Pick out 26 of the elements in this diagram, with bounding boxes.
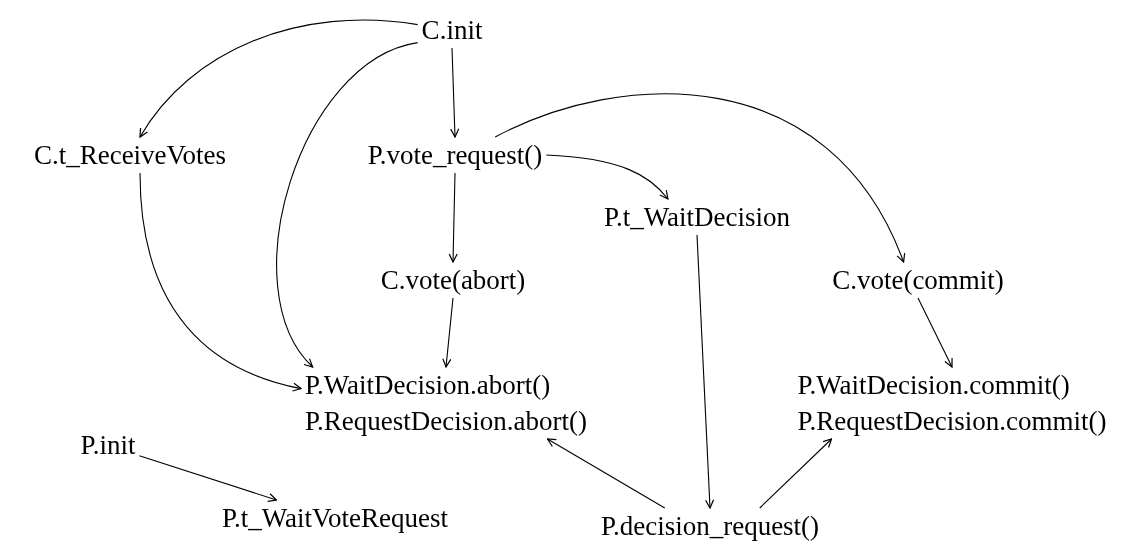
- arrow: [546, 438, 666, 509]
- arrow: [448, 172, 458, 263]
- arrow: [545, 154, 669, 200]
- arrow: [917, 297, 953, 368]
- arrow: [450, 47, 460, 138]
- arrow: [139, 172, 302, 392]
- state-label: C.init: [421, 14, 483, 47]
- state-label: P.t_WaitDecision: [603, 201, 791, 234]
- state-label: C.t_ReceiveVotes: [33, 139, 227, 172]
- state-label: C.vote(commit): [832, 264, 1004, 297]
- state-label: P.t_WaitVoteRequest: [221, 502, 449, 535]
- arrow: [138, 455, 278, 502]
- arrow: [759, 438, 833, 509]
- arrow: [139, 19, 419, 138]
- arrow: [276, 42, 419, 368]
- arrow: [494, 93, 905, 263]
- state-label: P.WaitDecision.commit(): [797, 369, 1070, 402]
- state-label: P.RequestDecision.commit(): [797, 405, 1107, 438]
- arrow: [696, 234, 715, 509]
- state-label: P.init: [80, 429, 136, 462]
- arrow: [442, 297, 454, 368]
- state-label: P.WaitDecision.abort(): [305, 369, 551, 402]
- state-label: P.decision_request(): [600, 510, 820, 543]
- state-label: C.vote(abort): [380, 264, 526, 297]
- state-label: P.RequestDecision.abort(): [305, 405, 587, 438]
- state-label: P.vote_request(): [367, 139, 543, 172]
